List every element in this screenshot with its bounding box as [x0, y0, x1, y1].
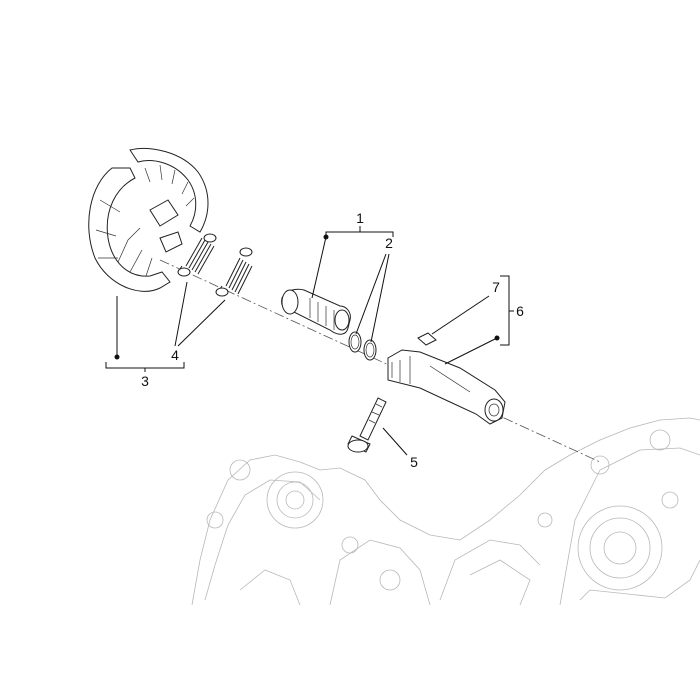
lever-pin	[417, 332, 437, 346]
callout-2: 2	[355, 235, 393, 343]
brake-lever	[387, 349, 506, 425]
callout-2-label: 2	[385, 235, 393, 251]
callout-5: 5	[382, 427, 418, 470]
o-rings	[348, 331, 377, 361]
brake-cam-shaft	[281, 288, 351, 335]
callout-4: 4	[171, 281, 226, 363]
callout-3-label: 3	[141, 373, 149, 389]
lever-bolt	[347, 397, 387, 453]
callout-3: 3	[105, 296, 185, 389]
callout-7: 7	[431, 279, 500, 335]
callout-5-label: 5	[410, 454, 418, 470]
assembly-axis	[159, 259, 601, 463]
callout-6: 6	[444, 275, 524, 365]
callout-7-label: 7	[492, 279, 500, 295]
callout-1: 1	[311, 210, 394, 299]
callout-6-label: 6	[516, 303, 524, 319]
brake-shoes	[88, 147, 209, 292]
engine-casing-ghost	[191, 417, 700, 606]
callout-1-label: 1	[356, 210, 364, 226]
callout-4-label: 4	[171, 347, 179, 363]
return-springs	[177, 233, 253, 297]
